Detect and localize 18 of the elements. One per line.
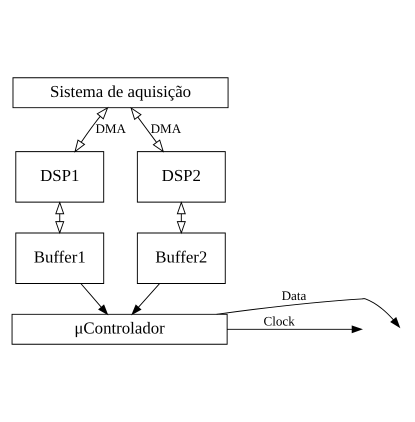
edge-label: DMA <box>150 121 182 136</box>
arrow <box>176 201 186 234</box>
edge-label: Data <box>282 288 306 303</box>
arrow <box>131 283 160 316</box>
arrow <box>74 106 108 153</box>
edge-label: DMA <box>95 121 126 136</box>
node-box: Sistema de aquisição <box>12 77 229 108</box>
node-box: Buffer1 <box>15 232 104 284</box>
arrow <box>130 106 164 153</box>
node-box: DSP2 <box>136 151 226 203</box>
node-box: μControlador <box>12 314 228 345</box>
arrow <box>226 325 363 334</box>
arrow <box>216 298 400 328</box>
arrow <box>80 283 108 316</box>
node-box: DSP1 <box>15 151 104 203</box>
edge-label: Clock <box>264 314 295 329</box>
arrow <box>55 201 64 234</box>
node-box: Buffer2 <box>136 232 226 284</box>
